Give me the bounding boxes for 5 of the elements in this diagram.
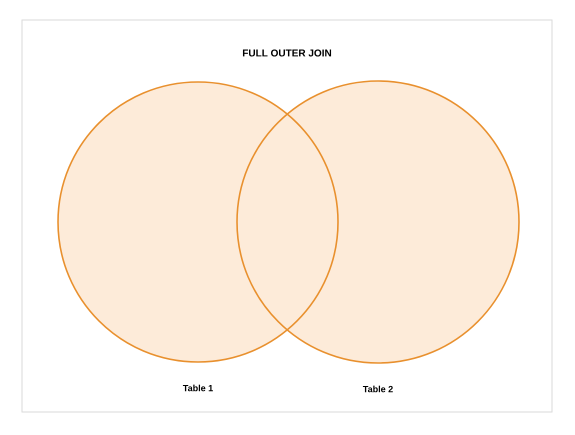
- circle-label: Table 2: [362, 386, 393, 392]
- title: FULL OUTER JOIN: [242, 49, 332, 57]
- venn-circle: [57, 81, 339, 363]
- circle-label: Table 1: [182, 384, 213, 392]
- venn-circle: [236, 80, 520, 364]
